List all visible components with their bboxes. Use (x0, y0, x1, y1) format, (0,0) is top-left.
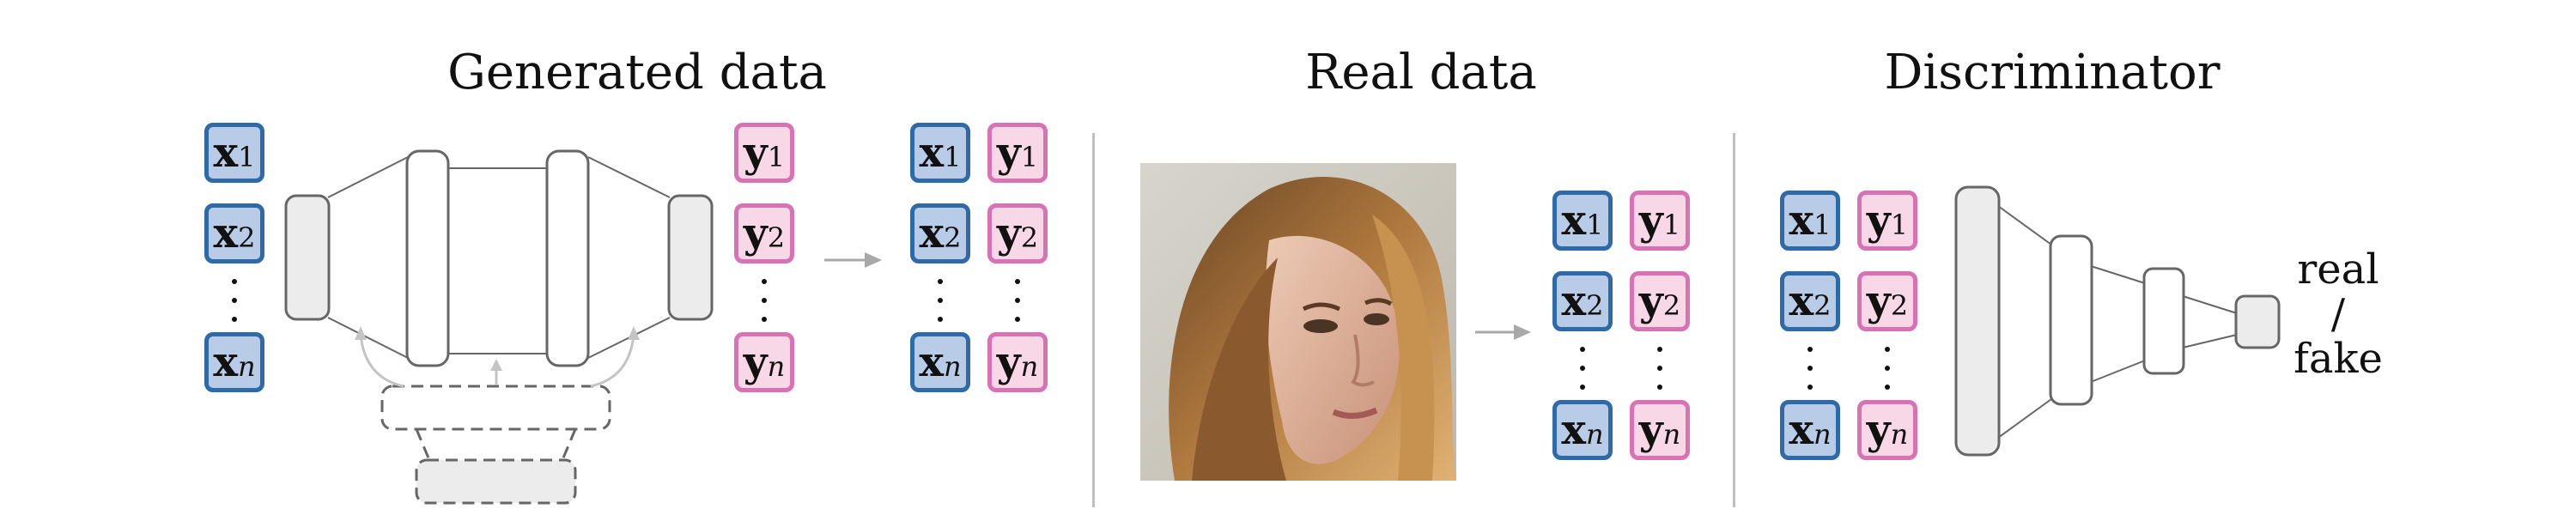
token-y1: y1 (1857, 191, 1917, 251)
generator-output-block (667, 194, 714, 321)
generator-input-block (284, 194, 331, 321)
token-x2: x2 (1552, 271, 1613, 331)
generated-data-title: Generated data (447, 45, 827, 100)
panel-divider-left (1092, 133, 1095, 507)
arrow-right-icon-head (865, 252, 882, 268)
token-yn: yn (1857, 400, 1917, 460)
face-photo (1140, 163, 1456, 481)
panel-divider-right (1733, 133, 1735, 507)
token-y2: y2 (734, 203, 794, 264)
token-yn: yn (1630, 400, 1690, 460)
token-xn: xn (1780, 400, 1840, 460)
discriminator-block-4 (2234, 294, 2281, 349)
vertical-ellipsis (1578, 345, 1587, 393)
vertical-ellipsis (1013, 277, 1022, 325)
token-x2: x2 (204, 203, 264, 264)
token-y1: y1 (987, 123, 1048, 183)
output-slash: / (2330, 290, 2346, 338)
generator-hidden-block-1 (405, 149, 450, 367)
real-data-title: Real data (1305, 45, 1537, 100)
token-x1: x1 (910, 123, 970, 183)
vertical-ellipsis (230, 277, 239, 325)
vertical-ellipsis (936, 277, 945, 325)
output-fake: fake (2293, 335, 2383, 383)
token-y2: y2 (1630, 271, 1690, 331)
token-xn: xn (910, 332, 970, 392)
arrow-right-icon-head (1514, 324, 1531, 340)
vertical-ellipsis (1806, 345, 1814, 393)
token-x1: x1 (1780, 191, 1840, 251)
discriminator-block-2 (2049, 234, 2093, 406)
discriminator-block-3 (2142, 267, 2185, 375)
discriminator-output-label: real / fake (2291, 247, 2385, 381)
vertical-ellipsis (1656, 345, 1664, 393)
token-y2: y2 (1857, 271, 1917, 331)
vertical-ellipsis (760, 277, 769, 325)
discriminator-title: Discriminator (1884, 45, 2221, 100)
discriminator-block-1 (1954, 185, 2001, 457)
token-x1: x1 (1552, 191, 1613, 251)
generator-hidden-block-2 (545, 149, 590, 367)
token-y2: y2 (987, 203, 1048, 264)
output-real: real (2297, 245, 2379, 294)
vertical-ellipsis (1883, 345, 1892, 393)
token-y1: y1 (1630, 191, 1690, 251)
token-xn: xn (1552, 400, 1613, 460)
token-yn: yn (987, 332, 1048, 392)
token-y1: y1 (734, 123, 794, 183)
conditioning-block-lower (415, 458, 577, 505)
token-x2: x2 (1780, 271, 1840, 331)
token-x1: x1 (204, 123, 264, 183)
token-yn: yn (734, 332, 794, 392)
conditioning-block-upper (380, 385, 611, 431)
token-x2: x2 (910, 203, 970, 264)
token-xn: xn (204, 332, 264, 392)
